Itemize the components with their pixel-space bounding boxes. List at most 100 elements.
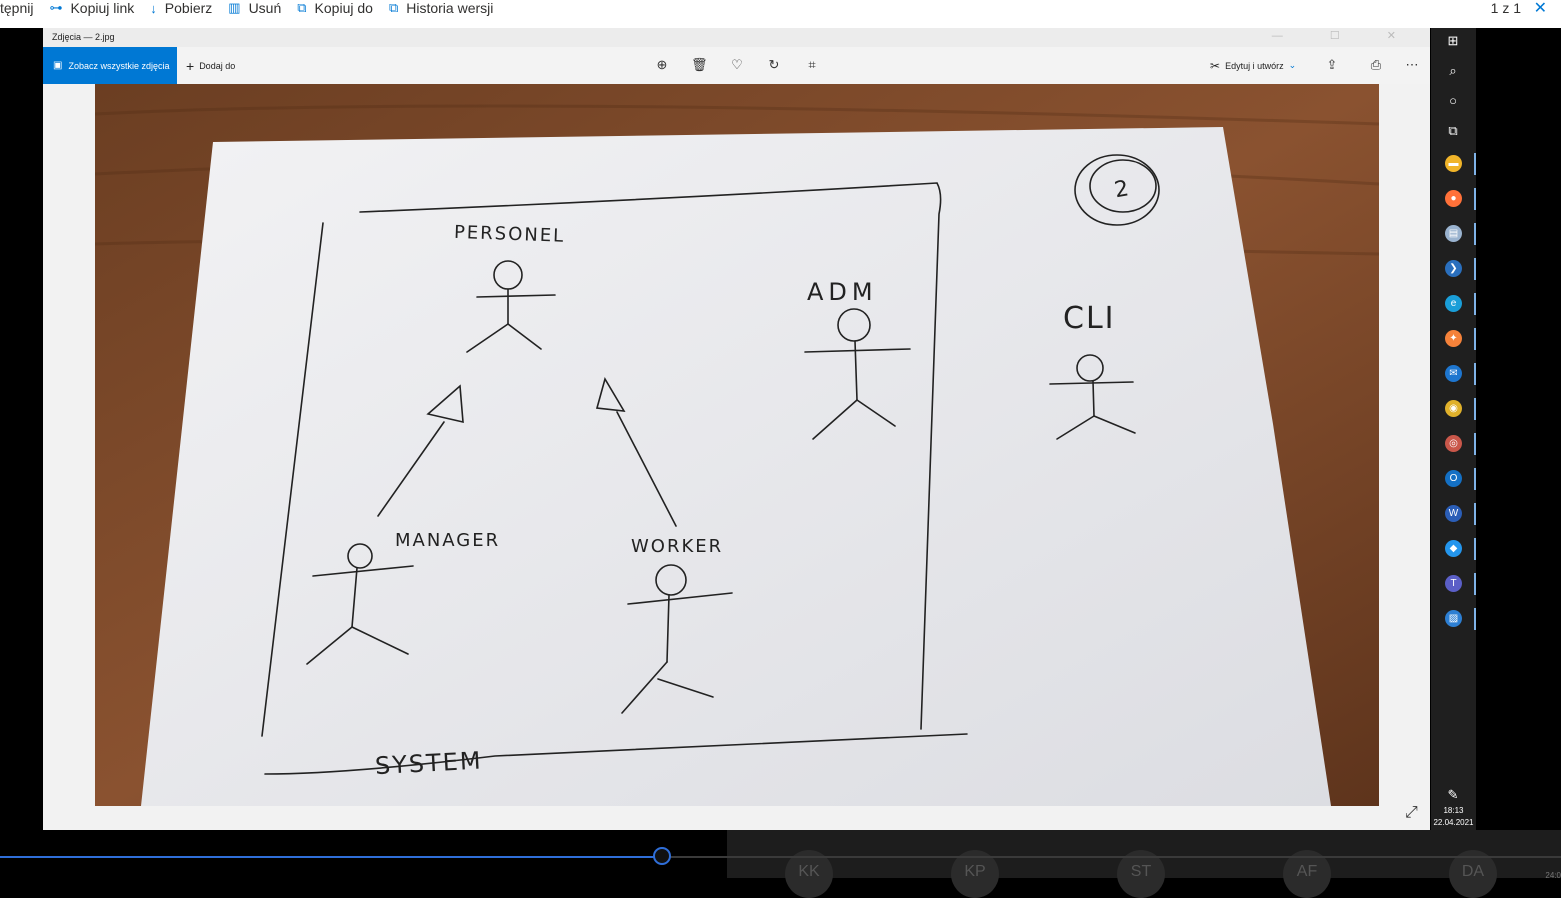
edit-create-label: Edytuj i utwórz (1225, 60, 1284, 71)
action-download[interactable]: ↓ Pobierz (150, 0, 212, 16)
file-toolbar: tępnij ⊶Kopiuj link ↓ Pobierz ▥ Usuń ⧉ Kopiuj d… (0, 0, 1561, 28)
running-indicator (1474, 328, 1476, 350)
personel-label: PERSONEL (454, 222, 566, 247)
manager-label: MANAGER (395, 530, 500, 551)
running-indicator (1474, 188, 1476, 210)
trash-icon: ▥ (228, 0, 241, 15)
crop-icon[interactable]: ⌗ (808, 57, 816, 72)
file-explorer-icon[interactable]: ▬ (1445, 155, 1462, 172)
progress-fill (0, 856, 662, 858)
start-icon[interactable]: ⊞ (1447, 33, 1459, 48)
window-controls[interactable]: — ☐ ✕ (1271, 30, 1418, 42)
page-number-label: 2 (1113, 176, 1131, 203)
progress-thumb[interactable] (653, 847, 671, 865)
share-icon[interactable]: ⇪ (1326, 57, 1338, 72)
action-share[interactable]: tępnij (0, 0, 33, 16)
copy-icon: ⧉ (297, 0, 307, 15)
docker-icon[interactable]: ◆ (1445, 540, 1462, 557)
firefox-icon[interactable]: ● (1445, 190, 1462, 207)
running-indicator (1474, 573, 1476, 595)
action-label: Historia wersji (406, 0, 494, 16)
clock-date: 22.04.2021 (1433, 818, 1474, 827)
see-all-photos-button[interactable]: ▣ Zobacz wszystkie zdjęcia (43, 47, 177, 84)
edge-icon[interactable]: e (1445, 295, 1462, 312)
action-label: Pobierz (164, 0, 213, 16)
right-margin (1476, 28, 1561, 830)
safari-icon[interactable]: ✦ (1445, 330, 1462, 347)
action-copy[interactable]: ⧉ Kopiuj do (297, 0, 373, 16)
running-indicator (1474, 608, 1476, 630)
action-trash[interactable]: ▥ Usuń (228, 0, 281, 16)
worker-actor (621, 564, 733, 714)
chevron-down-icon: ⌄ (1288, 60, 1297, 70)
print-icon[interactable]: ⎙ (1370, 57, 1382, 72)
page-counter: 1 z 1 (1490, 0, 1521, 16)
action-link[interactable]: ⊶Kopiuj link (49, 0, 134, 16)
more-icon[interactable]: ⋯ (1405, 57, 1419, 72)
plus-icon: + (186, 57, 195, 74)
task-view-icon[interactable]: ⧉ (1448, 123, 1458, 138)
action-label: Kopiuj do (314, 0, 373, 16)
edit-icon: ✂ (1210, 58, 1221, 73)
pen-icon[interactable]: ✎ (1447, 787, 1459, 802)
running-indicator (1474, 153, 1476, 175)
running-indicator (1474, 468, 1476, 490)
running-indicator (1474, 223, 1476, 245)
page-number-circle (1074, 154, 1160, 226)
running-indicator (1474, 538, 1476, 560)
photo-view: 2 PERSONEL ADM CLI MANAGER WORKER SYSTEM (95, 84, 1379, 806)
delete-icon[interactable]: 🗑 (691, 57, 708, 72)
download-icon: ↓ (150, 0, 157, 16)
edit-create-button[interactable]: ✂ Edytuj i utwórz ⌄ (1210, 47, 1296, 84)
link-icon: ⊶ (49, 0, 63, 15)
chrome-icon[interactable]: ◉ (1445, 400, 1462, 417)
teams-icon[interactable]: T (1445, 575, 1462, 592)
worker-label: WORKER (631, 536, 723, 557)
personel-actor (466, 260, 556, 353)
windows-taskbar: ⊞ ⌕ ○ ⧉ ▬ ● ▤ ❯ e ✦ ✉ ◉ ◎ O W ◆ T ▨ ✎ 18:13 22.04.2021 (1431, 28, 1476, 830)
player-time: 24:0 (1545, 871, 1561, 880)
powershell-icon[interactable]: ❯ (1445, 260, 1462, 277)
see-all-label: Zobacz wszystkie zdjęcia (68, 60, 170, 71)
favorite-icon[interactable]: ♡ (731, 57, 743, 72)
running-indicator (1474, 503, 1476, 525)
outlook-icon[interactable]: O (1445, 470, 1462, 487)
history-icon: ⧉ (388, 0, 399, 15)
paper-sheet (141, 127, 1331, 806)
system-boundary (261, 182, 968, 775)
page-number-inner-circle (1089, 159, 1157, 213)
window-titlebar: Zdjęcia — 2.jpg — ☐ ✕ (43, 28, 1430, 47)
search-icon[interactable]: ⌕ (1449, 63, 1457, 78)
action-history[interactable]: ⧉ Historia wersji (389, 0, 493, 16)
file-actions: tępnij ⊶Kopiuj link ↓ Pobierz ▥ Usuń ⧉ Kopiuj d… (0, 0, 509, 16)
add-to-button[interactable]: + Dodaj do (186, 47, 235, 84)
expand-icon[interactable]: ⤢ (1405, 804, 1418, 821)
close-icon[interactable]: ✕ (1533, 0, 1547, 17)
mail-icon[interactable]: ✉ (1445, 365, 1462, 382)
cortana-icon[interactable]: ○ (1449, 93, 1457, 108)
media-icon[interactable]: ◎ (1445, 435, 1462, 452)
system-label: SYSTEM (374, 747, 483, 781)
rotate-icon[interactable]: ↻ (768, 57, 780, 72)
action-label: Usuń (248, 0, 282, 16)
zoom-icon[interactable]: ⊕ (656, 57, 668, 72)
progress-track[interactable] (0, 856, 1561, 858)
worker-generalization (595, 376, 677, 527)
manager-actor (306, 543, 414, 665)
photos-window: Zdjęcia — 2.jpg — ☐ ✕ ▣ Zobacz wszystkie… (43, 28, 1430, 830)
window-title: Zdjęcia — 2.jpg (52, 32, 115, 42)
notes-icon[interactable]: ▤ (1445, 225, 1462, 242)
clock-time: 18:13 (1443, 806, 1464, 815)
running-indicator (1474, 398, 1476, 420)
photos-toolbar: ▣ Zobacz wszystkie zdjęcia + Dodaj do ⊕ 🗑… (43, 47, 1430, 84)
photos-icon[interactable]: ▨ (1445, 610, 1462, 627)
cli-label: CLI (1063, 301, 1116, 336)
gallery-icon: ▣ (53, 60, 63, 71)
running-indicator (1474, 258, 1476, 280)
word-icon[interactable]: W (1445, 505, 1462, 522)
running-indicator (1474, 293, 1476, 315)
adm-actor (804, 308, 911, 440)
manager-generalization (377, 384, 464, 517)
